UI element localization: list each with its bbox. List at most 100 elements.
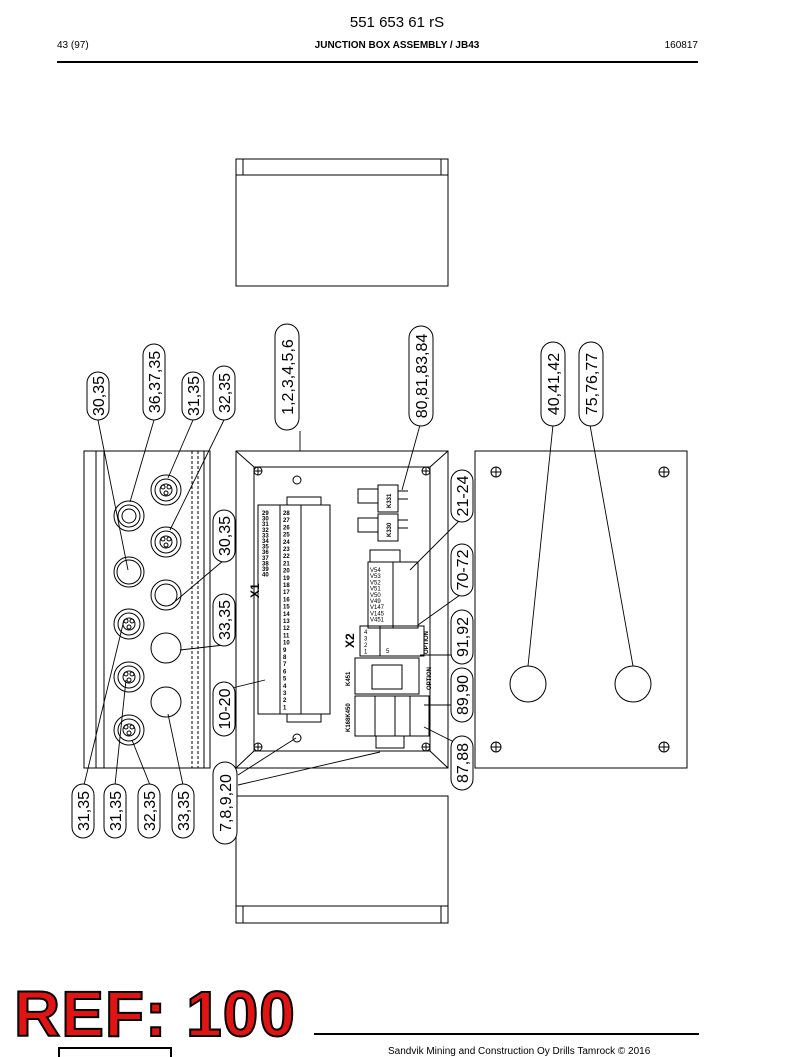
x2-terminal-label: 3 [364,637,368,643]
svg-text:32,35: 32,35 [217,373,234,413]
x1-terminal-label: 32 [262,528,269,534]
cable-gland-31-a [113,608,145,640]
plug-33-b [150,686,182,718]
x1-terminal-label: 39 [262,567,269,573]
svg-text:30,35: 30,35 [91,376,108,416]
x1-terminal-label: 23 [283,547,290,553]
cable-gland-31-b [113,661,145,693]
svg-text:80,81,83,84: 80,81,83,84 [414,334,431,419]
relay-k331 [357,484,408,513]
diode-label: V49 [370,599,381,605]
cable-gland-32-a [150,526,182,558]
cable-gland-30 [113,556,145,588]
callout-33-35-b: 33,35 [171,783,195,839]
svg-text:31,35: 31,35 [186,376,203,416]
svg-text:33,35: 33,35 [176,791,193,831]
label-option-b: OPTION [427,667,433,690]
svg-text:32,35: 32,35 [142,791,159,831]
leader-lines [83,419,634,786]
x1-terminal-label: 22 [283,554,290,560]
terminal-x2 [359,625,425,657]
right-cover-view [474,450,688,769]
x1-terminal-label: 16 [283,597,290,603]
x1-terminal-label: 33 [262,533,269,539]
brand-logo [58,1047,172,1057]
callout-33-35-a: 33,35 [212,593,236,647]
callout-21-24: 21-24 [450,469,474,523]
label-x1: X1 [248,583,262,598]
svg-text:7,8,9,20: 7,8,9,20 [218,774,235,832]
callout-7-9-20: 7,8,9,20 [212,761,238,845]
svg-text:30,35: 30,35 [217,516,234,556]
x1-terminal-label: 36 [262,550,269,556]
callout-87-88: 87,88 [450,735,474,791]
callout-1-6: 1,2,3,4,5,6 [274,323,300,431]
x1-terminal-label: 38 [262,561,269,567]
callout-91-92: 91,92 [450,609,474,665]
x2-terminal-label: 4 [364,630,368,636]
x1-terminal-label: 30 [262,517,269,523]
footer-copyright: Sandvik Mining and Construction Oy Drill… [388,1046,651,1057]
diode-strip [367,549,419,629]
callout-31-35-b: 31,35 [71,783,95,839]
svg-text:10-20: 10-20 [217,688,234,729]
svg-text:70-72: 70-72 [455,549,472,590]
x1-terminal-label: 9 [283,648,287,654]
callout-32-35-a: 32,35 [212,365,236,421]
x1-terminal-label: 1 [283,705,287,711]
x1-terminal-label: 27 [283,518,290,524]
footer-rule [314,1033,699,1035]
x1-terminal-label: 29 [262,511,269,517]
x1-terminal-label: 26 [283,525,290,531]
x1-terminal-label: 20 [283,569,290,575]
x1-terminal-label: 7 [283,662,287,668]
cable-gland-36 [113,500,145,532]
bottom-cover-view [235,795,449,924]
diode-label: V54 [370,568,381,574]
diode-label: V53 [370,574,381,580]
diode-label: V451 [370,618,385,624]
reference-stamp: REF: 100 [13,978,296,1050]
cable-gland-32-b [113,714,145,746]
svg-text:33,35: 33,35 [217,600,234,640]
x1-terminal-label: 4 [283,684,287,690]
x1-terminal-label: 13 [283,619,290,625]
x1-terminal-label: 8 [283,655,287,661]
plug-33-a [150,632,182,664]
svg-text:87,88: 87,88 [455,743,472,783]
label-k451: K451 [346,671,352,686]
svg-text:1,2,3,4,5,6: 1,2,3,4,5,6 [280,339,297,415]
x1-terminal-label: 37 [262,556,269,562]
svg-text:40,41,42: 40,41,42 [546,353,563,415]
x1-terminal-label: 18 [283,583,290,589]
cover-screw [490,466,670,753]
x1-terminal-label: 24 [283,540,290,546]
svg-text:36,37,35: 36,37,35 [147,351,164,413]
callout-89-90: 89,90 [450,667,474,723]
callout-75-77: 75,76,77 [578,341,604,427]
callout-70-72: 70-72 [450,543,474,597]
x1-terminal-label: 6 [283,669,287,675]
top-cover-view [235,158,449,287]
callout-36-37-35: 36,37,35 [142,343,166,421]
document-number: 551 653 61 rS [349,14,445,31]
diode-label: V52 [370,580,381,586]
label-k331: K331 [387,493,393,508]
relay-k330 [357,513,408,542]
x1-terminal-label: 40 [262,573,269,579]
x1-terminal-label: 21 [283,561,290,567]
callout-10-20: 10-20 [212,681,236,737]
x1-terminal-label: 2 [283,698,287,704]
x1-terminal-label: 28 [283,511,290,517]
svg-text:21-24: 21-24 [455,475,472,516]
label-k330: K330 [387,522,393,537]
diode-label: V145 [370,611,385,617]
relay-block-k168-k450 [354,695,430,749]
callout-30-35-a: 30,35 [86,371,110,421]
callout-30-35-b: 30,35 [212,509,236,563]
svg-text:31,35: 31,35 [108,791,125,831]
cable-gland-30-b [150,579,182,611]
x1-terminal-label: 19 [283,576,290,582]
label-k168-k450: K168K450 [346,703,352,732]
